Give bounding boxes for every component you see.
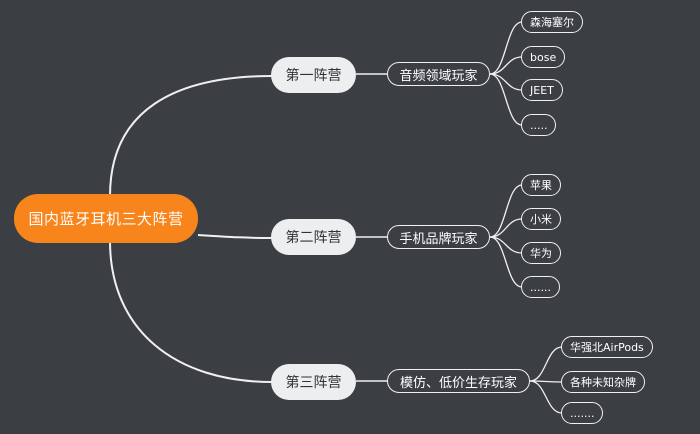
link-root-camp-3 (109, 240, 273, 383)
brand-item[interactable]: ..... (521, 114, 557, 136)
link-cat-3-brand-3 (529, 380, 563, 414)
link-cat-3-brand-1 (529, 346, 563, 382)
link-cat-1-brand-2 (489, 56, 523, 75)
brand-item[interactable]: JEET (521, 79, 563, 101)
link-root-camp-1 (109, 75, 273, 197)
link-cat-1-brand-1 (489, 21, 523, 75)
link-root-camp-2 (197, 234, 273, 239)
brand-item[interactable]: 华为 (521, 242, 561, 264)
brand-item[interactable]: 森海塞尔 (521, 11, 583, 33)
camp-1-category[interactable]: 音频领域玩家 (387, 62, 490, 86)
root-topic[interactable]: 国内蓝牙耳机三大阵营 (14, 194, 198, 243)
camp-2-node[interactable]: 第二阵营 (271, 219, 356, 255)
camp-2-category[interactable]: 手机品牌玩家 (387, 225, 490, 249)
camp-1-node[interactable]: 第一阵营 (271, 57, 356, 93)
brand-item[interactable]: 苹果 (521, 174, 561, 196)
camp-3-category[interactable]: 模仿、低价生存玩家 (387, 369, 530, 393)
link-cat-2-brand-2 (489, 218, 523, 238)
camp-3-node[interactable]: 第三阵营 (271, 364, 356, 400)
brand-item[interactable]: bose (521, 46, 566, 68)
brand-item[interactable]: 华强北AirPods (561, 336, 653, 358)
link-cat-1-brand-4 (489, 73, 523, 126)
brand-item[interactable]: 各种未知杂牌 (561, 371, 645, 393)
brand-item[interactable]: 小米 (521, 208, 561, 230)
brand-item[interactable]: ....... (561, 402, 604, 424)
link-cat-2-brand-4 (489, 236, 523, 288)
brand-item[interactable]: ...... (521, 276, 560, 298)
link-cat-2-brand-1 (489, 184, 523, 238)
